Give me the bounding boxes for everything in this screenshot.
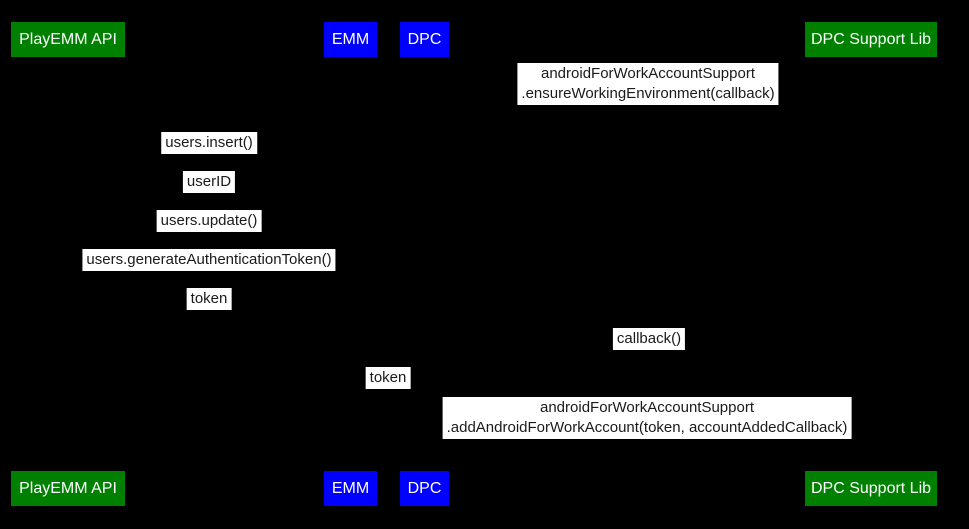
msg-ensure-working-environment: androidForWorkAccountSupport .ensureWorki…	[517, 63, 779, 105]
msg-userid: userID	[182, 171, 236, 193]
msg-callback: callback()	[612, 328, 686, 350]
message-line: users.update()	[160, 212, 258, 229]
message-line: .addAndroidForWorkAccount(token, account…	[446, 419, 848, 436]
msg-users-update: users.update()	[156, 210, 262, 232]
message-line: users.insert()	[165, 134, 253, 151]
actor-dpc-support-lib-top: DPC Support Lib	[805, 22, 937, 57]
actor-dpc-top: DPC	[400, 22, 449, 57]
msg-token-to-emm: token	[186, 288, 232, 310]
message-line: users.generateAuthenticationToken()	[86, 251, 332, 268]
actor-dpc-support-lib-bottom: DPC Support Lib	[805, 471, 937, 506]
actor-playemm-api-bottom: PlayEMM API	[11, 471, 125, 506]
actor-label: PlayEMM API	[19, 479, 117, 497]
actor-dpc-bottom: DPC	[400, 471, 449, 506]
actor-label: EMM	[331, 479, 370, 497]
msg-generate-authentication-token: users.generateAuthenticationToken()	[82, 249, 336, 271]
message-line: token	[190, 290, 228, 307]
actor-label: DPC	[407, 479, 442, 497]
actor-label: DPC Support Lib	[810, 479, 932, 497]
msg-token-to-dpc: token	[365, 367, 411, 389]
actor-playemm-api-top: PlayEMM API	[11, 22, 125, 57]
actor-label: DPC Support Lib	[810, 30, 932, 48]
actor-emm-top: EMM	[324, 22, 377, 57]
message-line: token	[369, 369, 407, 386]
msg-add-android-for-work-account: androidForWorkAccountSupport .addAndroidF…	[442, 397, 852, 439]
message-line: androidForWorkAccountSupport	[540, 399, 754, 416]
actor-emm-bottom: EMM	[324, 471, 377, 506]
msg-users-insert: users.insert()	[161, 132, 257, 154]
message-line: .ensureWorkingEnvironment(callback)	[521, 85, 775, 102]
message-line: callback()	[616, 330, 682, 347]
message-line: userID	[186, 173, 232, 190]
actor-label: EMM	[331, 30, 370, 48]
actor-label: DPC	[407, 30, 442, 48]
message-line: androidForWorkAccountSupport	[540, 65, 755, 82]
actor-label: PlayEMM API	[19, 30, 117, 48]
